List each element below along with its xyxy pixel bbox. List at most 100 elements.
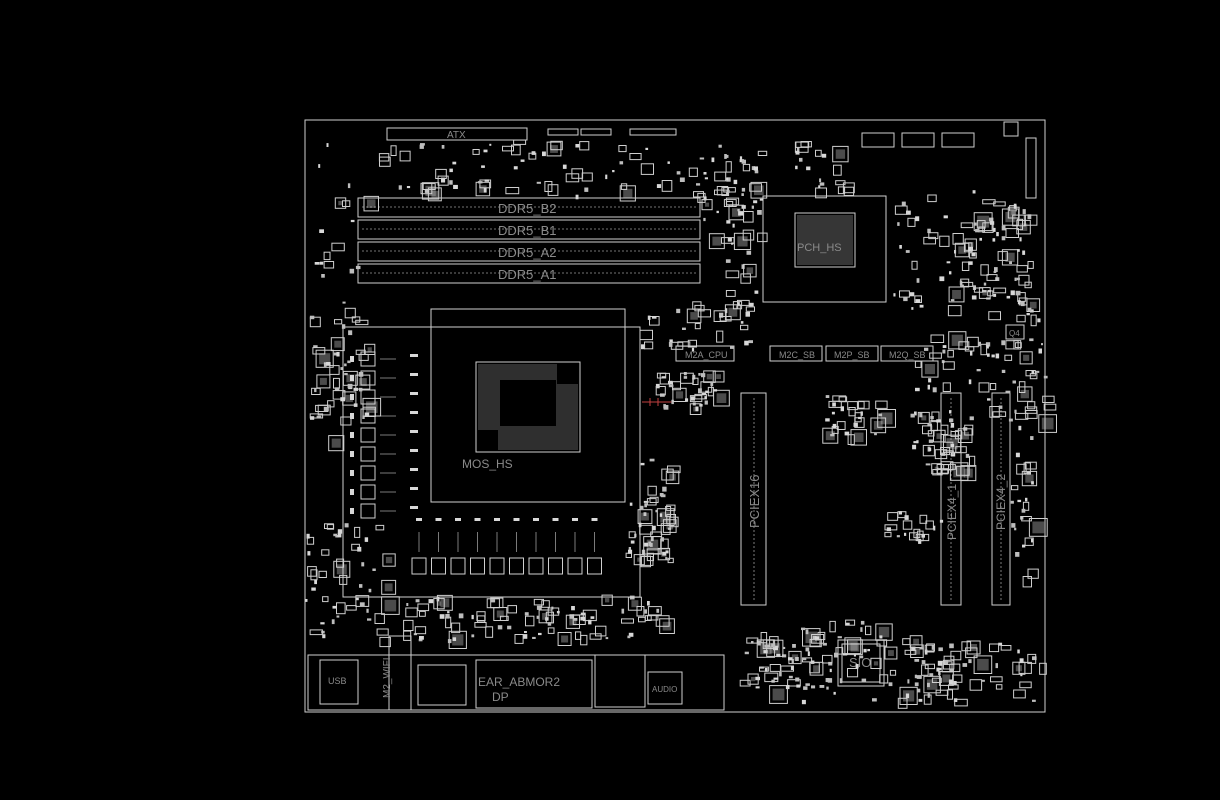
ic-body	[637, 557, 642, 562]
ic-outline	[557, 632, 572, 646]
component-outline	[969, 455, 976, 467]
ic-body	[641, 512, 649, 521]
ic-outline	[724, 304, 741, 321]
smd-pad	[982, 290, 987, 293]
smd-pad	[1009, 261, 1012, 264]
smd-pad	[333, 533, 338, 537]
smd-pad	[340, 397, 346, 402]
ic-body	[669, 474, 676, 481]
vrm-cap	[455, 518, 461, 521]
component-outline	[1024, 406, 1038, 414]
ic-body	[631, 600, 639, 608]
component-outline	[769, 664, 781, 672]
smd-pad	[801, 627, 806, 631]
component-outline	[1027, 261, 1034, 269]
smd-pad	[650, 542, 653, 547]
component-outline	[721, 237, 735, 244]
component-outline	[451, 622, 461, 634]
smd-pad	[927, 384, 930, 390]
smd-pad	[1025, 497, 1028, 502]
smd-pad	[1032, 656, 1037, 661]
component-outline	[1017, 292, 1026, 302]
smd-pad	[782, 654, 787, 658]
smd-pad	[307, 551, 311, 556]
ic-body	[367, 199, 376, 208]
component-outline	[737, 299, 750, 306]
component-outline	[638, 616, 646, 623]
smd-pad	[726, 220, 731, 224]
smd-pad	[972, 190, 976, 194]
ic-outline	[973, 655, 993, 675]
smd-pad	[340, 367, 343, 370]
component-outline	[902, 638, 911, 646]
smd-pad	[741, 193, 744, 196]
component-outline	[964, 424, 974, 436]
smd-pad	[853, 422, 858, 427]
component-outline	[339, 574, 348, 585]
smd-pad	[656, 608, 660, 613]
smd-pad	[321, 630, 325, 634]
smd-pad	[571, 606, 575, 611]
ic-outline	[743, 263, 757, 278]
smd-pad	[968, 261, 973, 265]
component-outline	[1027, 568, 1039, 579]
smd-pad	[1018, 425, 1022, 431]
ic-body	[319, 377, 327, 385]
vrm-choke	[360, 503, 376, 519]
ic-outline	[949, 462, 969, 481]
ddr5-a1-label: DDR5_A1	[498, 267, 557, 282]
component-outline	[922, 444, 935, 457]
ic-outline	[627, 596, 642, 611]
smd-pad	[659, 513, 663, 517]
smd-pad	[347, 383, 353, 389]
component-outline	[647, 615, 659, 621]
smd-pad	[323, 362, 327, 367]
smd-pad	[569, 614, 575, 619]
component-outline	[485, 626, 494, 638]
ic-outline	[910, 644, 924, 659]
component-outline	[324, 523, 334, 529]
pciex16-label: PCIEX16	[747, 475, 762, 528]
vrm-cap	[410, 449, 418, 452]
ic-outline	[948, 286, 965, 303]
vrm-choke	[509, 557, 524, 575]
ic-outline	[802, 628, 821, 647]
smd-pad	[951, 681, 957, 686]
ic-body	[431, 190, 439, 198]
vrm-pad	[350, 394, 354, 400]
smd-pad	[332, 605, 337, 609]
smd-pad	[916, 675, 922, 679]
ic-body	[1023, 354, 1030, 361]
smd-pad	[655, 509, 658, 513]
ic-outline	[1012, 661, 1026, 675]
ic-body	[953, 465, 965, 478]
component-outline	[940, 447, 951, 456]
ic-outline	[672, 387, 687, 402]
smd-pad	[643, 500, 649, 503]
component-outline	[1013, 689, 1026, 699]
component-outline	[640, 163, 654, 175]
smd-pad	[1026, 313, 1030, 316]
smd-pad	[649, 458, 655, 462]
smd-pad	[831, 411, 835, 415]
smd-pad	[773, 645, 778, 651]
ic-outline	[750, 181, 768, 199]
smd-pad	[321, 274, 325, 278]
smd-pad	[484, 179, 489, 182]
component-outline	[940, 424, 949, 436]
smd-pad	[1043, 375, 1048, 379]
ic-body	[921, 415, 927, 421]
ic-body	[934, 466, 939, 471]
component-outline	[336, 602, 346, 615]
smd-pad	[912, 444, 917, 450]
vrm-pad	[350, 470, 354, 476]
smd-pad	[344, 363, 347, 367]
ic-outline	[966, 640, 981, 655]
component-outline	[693, 191, 704, 198]
smd-pad	[513, 166, 518, 170]
smd-pad	[965, 453, 970, 458]
component-outline	[927, 430, 935, 437]
smd-pad	[428, 599, 434, 604]
smd-pad	[545, 617, 549, 621]
component-outline	[939, 235, 950, 247]
